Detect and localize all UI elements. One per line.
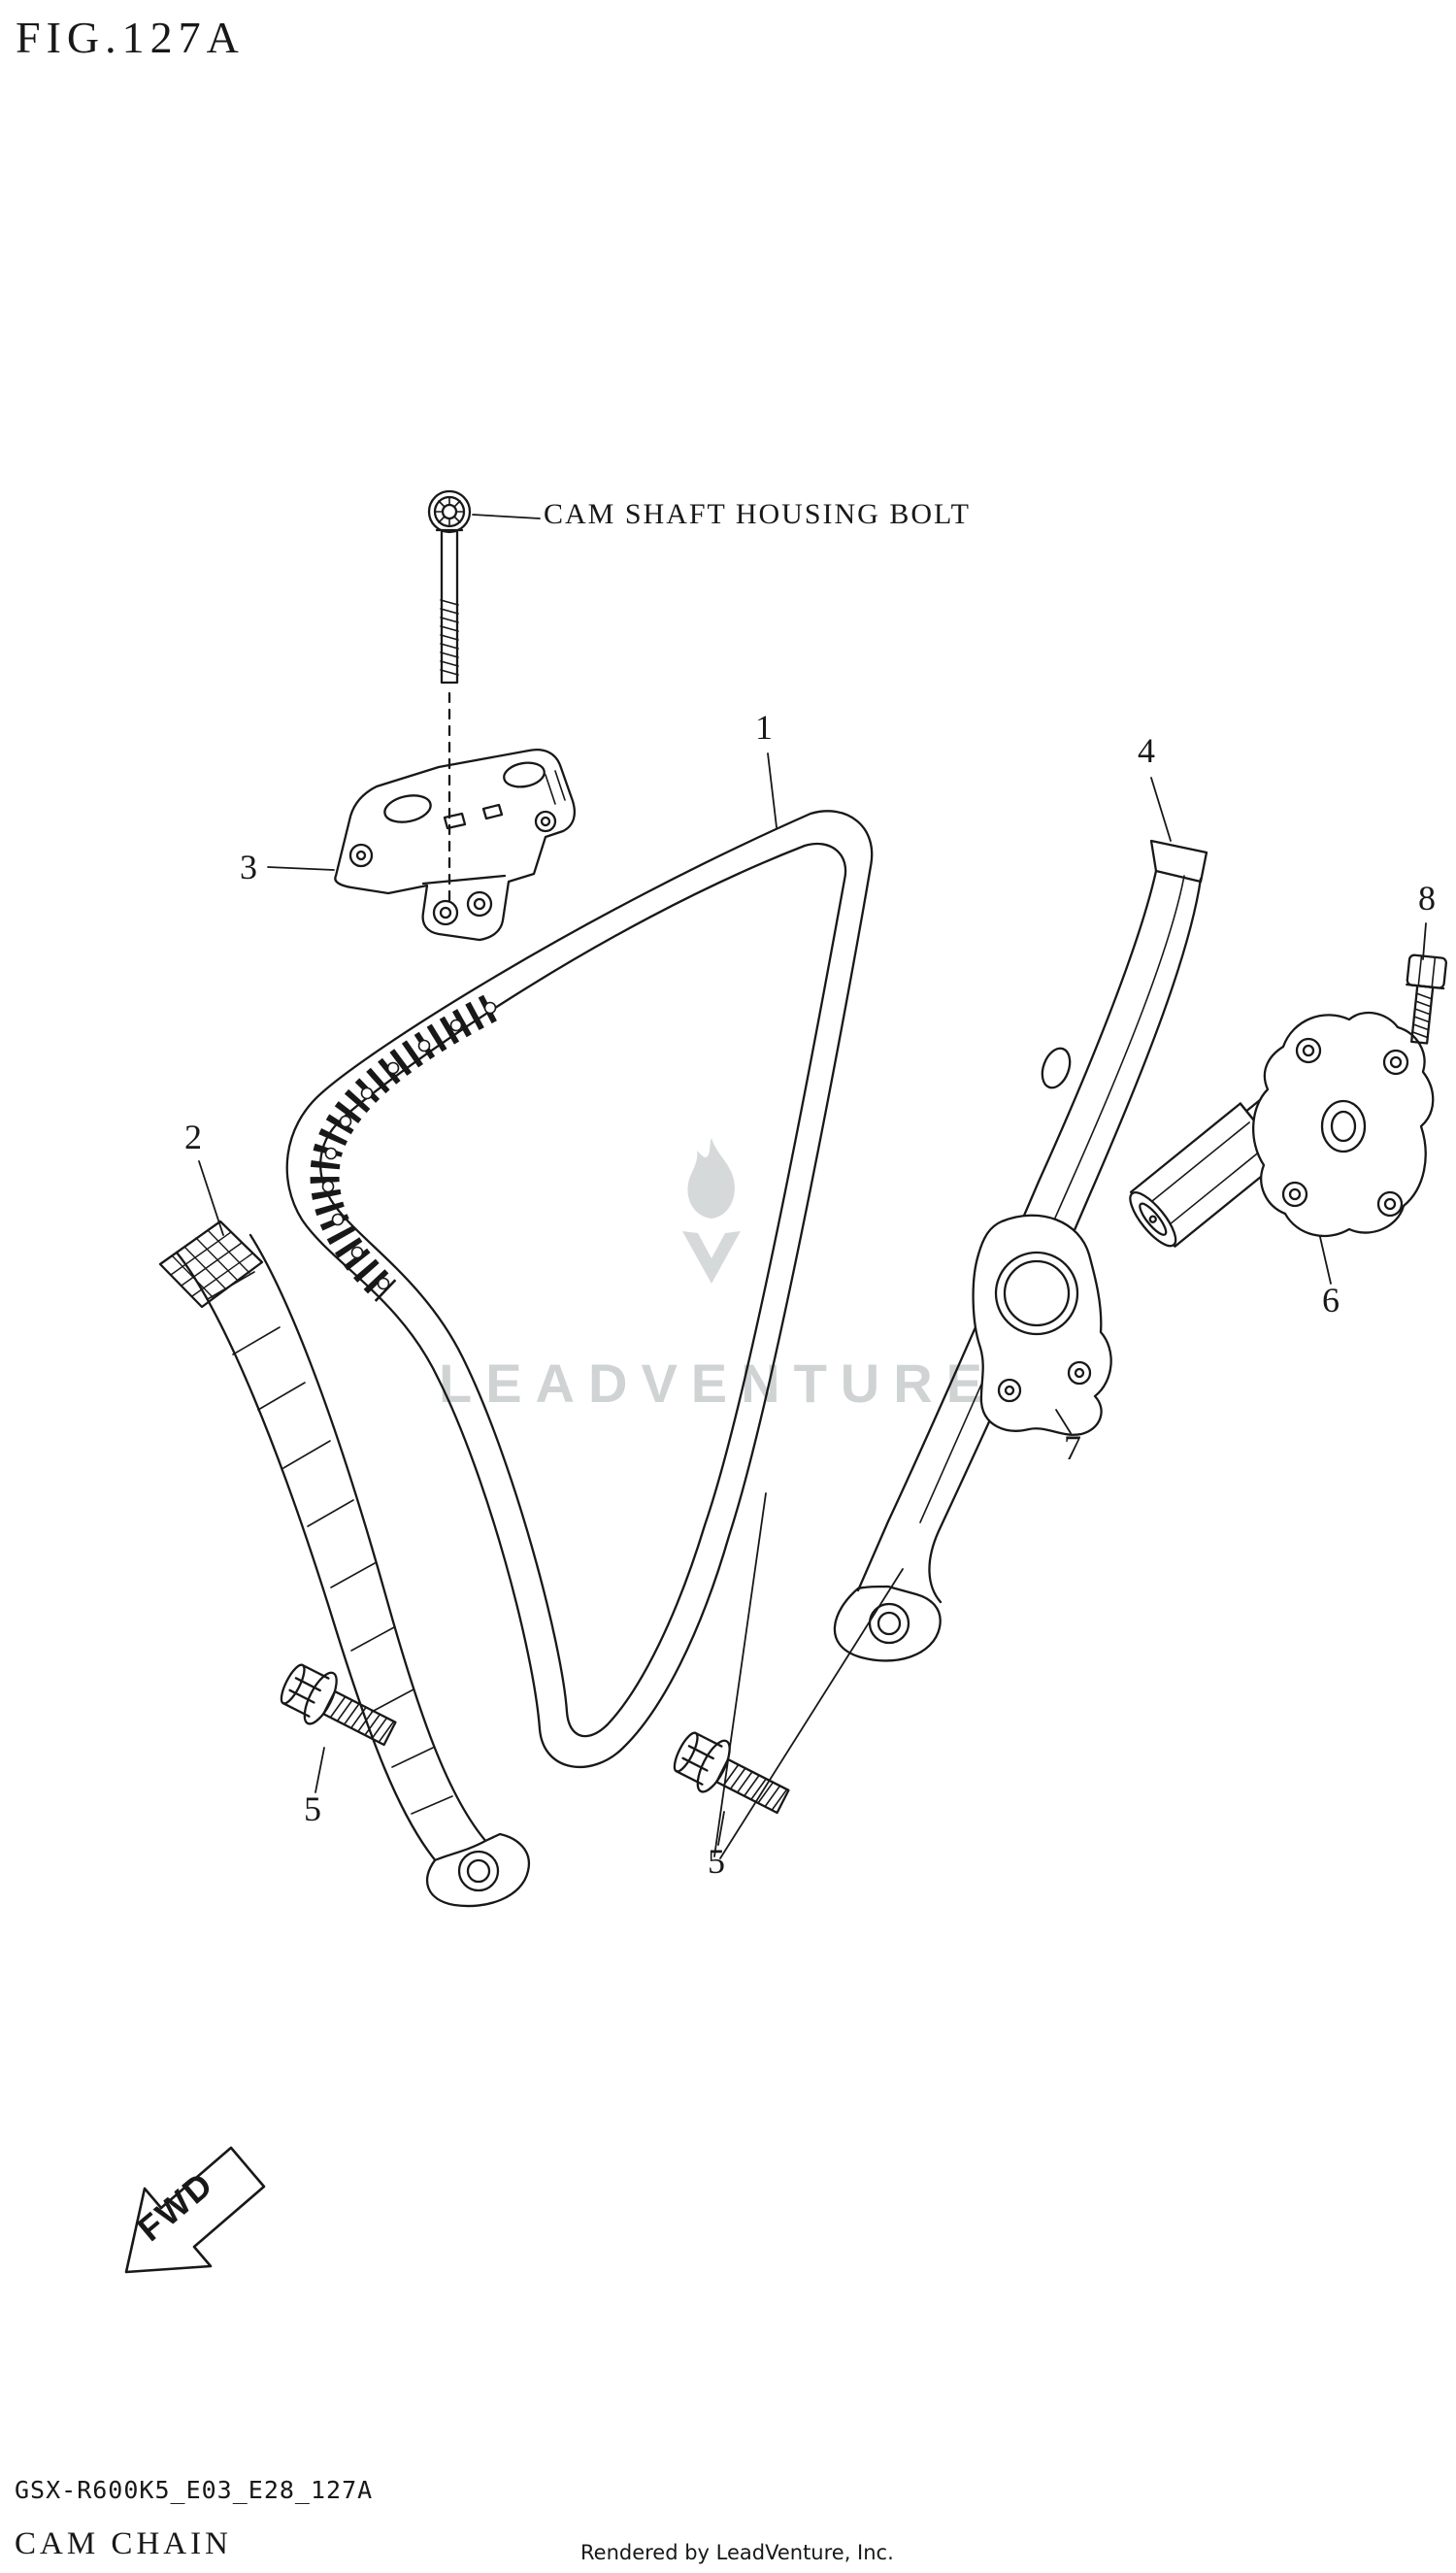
cam-shaft-housing-bolt-drawing [427,489,472,685]
callout-7: 7 [1064,1428,1081,1467]
callout-6: 6 [1322,1281,1340,1320]
tensioner-assembly-drawing [1129,1011,1435,1248]
tensioner-blade-drawing [158,1220,531,1908]
flame-icon [682,1138,741,1284]
callout-5b: 5 [708,1842,725,1881]
callout-5a: 5 [304,1789,321,1828]
gasket-drawing [972,1214,1112,1436]
callout-4: 4 [1138,731,1155,770]
callout-8: 8 [1418,879,1436,918]
tensioner-bolt-drawing [1406,953,1448,1045]
cam-shaft-housing-drawing [334,749,576,942]
leader-lines [198,514,1427,1859]
mounting-bolt-a-drawing [273,1654,404,1760]
annotation-cam-shaft-housing-bolt: CAM SHAFT HOUSING BOLT [544,498,971,530]
footer-part-title: CAM CHAIN [15,2526,232,2561]
callout-1: 1 [755,708,773,747]
callout-2: 2 [184,1118,202,1156]
footer-credit: Rendered by LeadVenture, Inc. [580,2541,894,2564]
figure-title: FIG.127A [16,13,245,62]
callout-3: 3 [240,848,257,886]
cam-chain-drawing [285,810,874,1769]
footer-code: GSX-R600K5_E03_E28_127A [15,2476,374,2504]
watermark-text: LEADVENTURE [439,1353,997,1414]
fwd-arrow-icon: FWD [124,2146,266,2274]
